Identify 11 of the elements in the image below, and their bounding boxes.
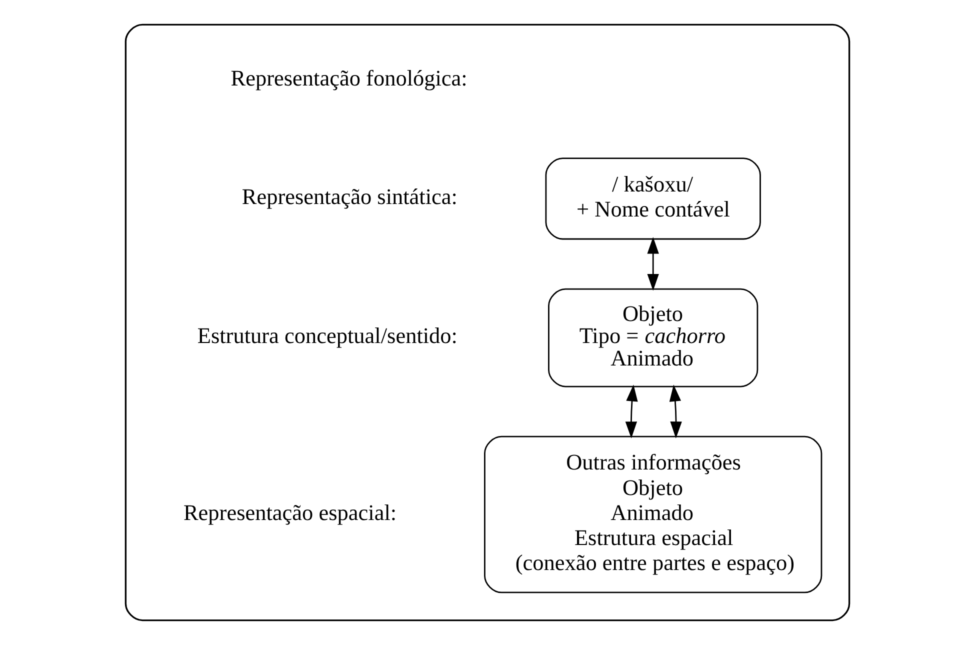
label: Estrutura conceptual/sentido: bbox=[197, 323, 458, 348]
node-box: Outras informações Objeto Animado Estrutura espacial (conexão entre partes e espaço) bbox=[484, 436, 822, 594]
arrow bbox=[625, 384, 638, 438]
node-box: / kašoxu/ + Nome contável bbox=[545, 158, 761, 240]
arrow bbox=[647, 237, 659, 291]
label: Representação fonológica: bbox=[230, 66, 468, 91]
label: Representação espacial: bbox=[183, 500, 397, 525]
label: Representação sintática: bbox=[242, 184, 458, 209]
cluster bbox=[124, 24, 850, 622]
arrow bbox=[669, 384, 682, 438]
node-box: Objeto Tipo = cachorro Animado bbox=[548, 288, 758, 388]
